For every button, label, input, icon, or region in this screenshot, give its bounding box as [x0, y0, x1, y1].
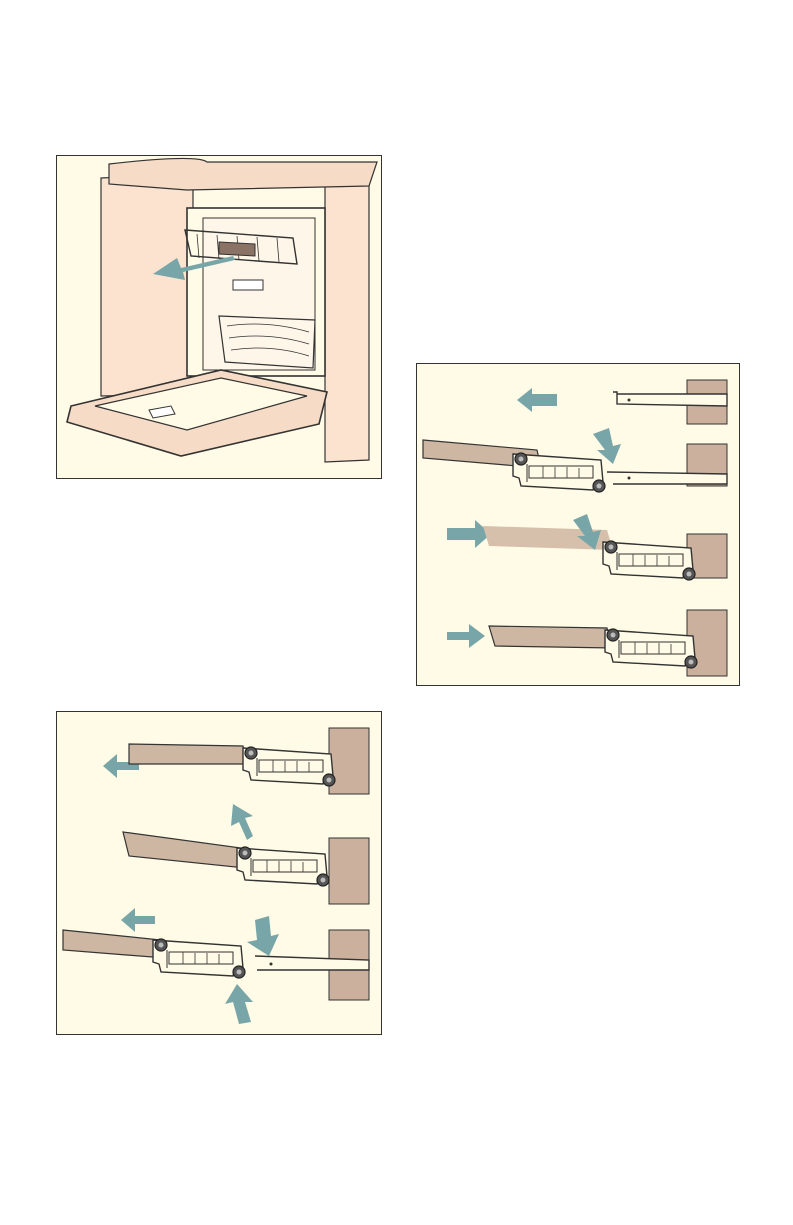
- basket-panel: [63, 930, 165, 958]
- basket-panel: [123, 832, 245, 868]
- rail: [607, 472, 727, 484]
- arrow-left-icon: [517, 388, 557, 412]
- basket-panel: [489, 626, 613, 648]
- rail-attach-illustration: [417, 364, 740, 686]
- figure-rail-attach: [416, 363, 740, 686]
- basket-panel: [129, 744, 247, 764]
- bracket-assembly: [153, 939, 245, 978]
- bracket-assembly: [237, 847, 329, 886]
- bracket-assembly: [605, 629, 697, 668]
- tub-interior: [203, 218, 315, 370]
- countertop: [109, 158, 377, 190]
- arrow-up-icon: [231, 804, 253, 840]
- arrow-right-icon: [447, 624, 485, 648]
- bracket-assembly: [243, 747, 335, 786]
- wall-block: [329, 838, 369, 904]
- arrow-up-icon: [225, 984, 253, 1024]
- bracket-assembly: [603, 541, 695, 580]
- dishwasher-illustration: [57, 156, 382, 479]
- cabinet-right: [325, 174, 369, 462]
- bracket-assembly: [513, 453, 605, 492]
- rail-remove-illustration: [57, 712, 382, 1035]
- cabinet-left: [101, 174, 193, 396]
- arrow-left-icon: [121, 908, 155, 932]
- arrow-down-icon: [247, 916, 279, 956]
- figure-dishwasher-basket: [56, 155, 382, 479]
- arrow-right-icon: [447, 520, 491, 548]
- figure-rail-remove: [56, 711, 382, 1035]
- wall-block: [329, 728, 369, 794]
- arrow-down-icon: [593, 428, 621, 464]
